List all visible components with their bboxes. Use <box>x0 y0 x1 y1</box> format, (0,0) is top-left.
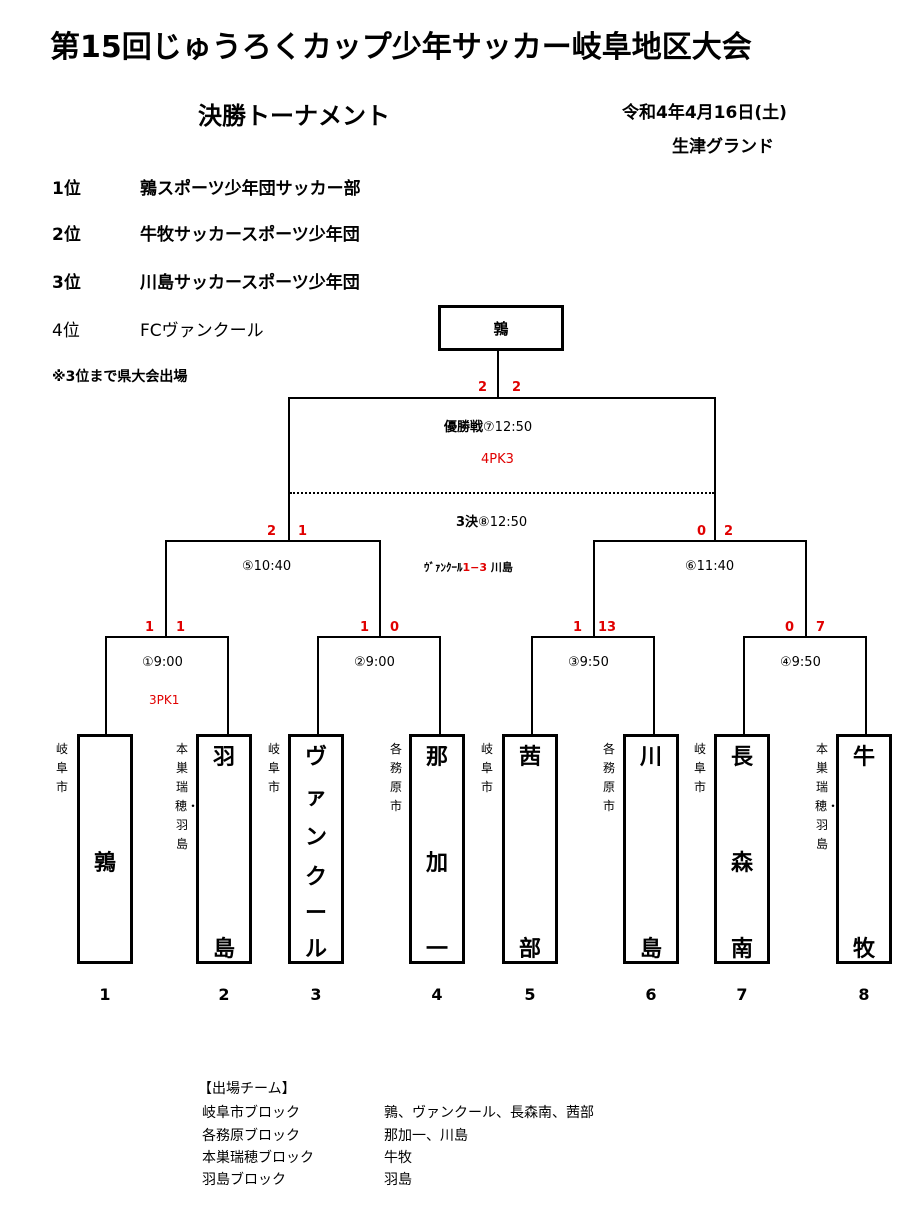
m5-score-left: 2 <box>267 524 277 539</box>
m2-score-right: 0 <box>390 620 400 635</box>
team-1-box: 鶉 <box>77 734 133 964</box>
m2-label: ②9:00 <box>354 655 395 670</box>
third-place-match-label: 3決⑧12:50 <box>456 515 528 530</box>
team-2-city: 本巣瑞穂・羽島 <box>175 742 200 851</box>
legend-block-3: 本巣瑞穂ブロック <box>202 1150 314 1166</box>
team-5-city: 岐阜市 <box>480 742 493 794</box>
team-8-box: 牛 牧 <box>836 734 892 964</box>
final-score-left: 2 <box>478 380 488 395</box>
rank-3-name: 川島サッカースポーツ少年団 <box>140 273 360 293</box>
legend-teams-3: 牛牧 <box>384 1150 412 1166</box>
m4-score-right: 7 <box>816 620 826 635</box>
rank-4-position: 4位 <box>52 321 80 341</box>
m6-score-right: 2 <box>724 524 734 539</box>
m6-label: ⑥11:40 <box>685 559 735 574</box>
team-4-seed: 4 <box>431 985 443 1004</box>
rank-4-name: FCヴァンクール <box>140 321 264 341</box>
rank-2-name: 牛牧サッカースポーツ少年団 <box>140 225 360 245</box>
m4-label: ④9:50 <box>780 655 821 670</box>
m4-score-left: 0 <box>785 620 795 635</box>
champion-box: 鶉 <box>438 305 564 351</box>
team-1-seed: 1 <box>99 985 111 1004</box>
m6-score-left: 0 <box>697 524 707 539</box>
team-2-seed: 2 <box>218 985 230 1004</box>
m2-score-left: 1 <box>360 620 370 635</box>
third-place-result: ｳﾞｧﾝｸｰﾙ1−3 川島 <box>424 561 513 574</box>
event-venue: 生津グランド <box>672 137 774 157</box>
m5-score-right: 1 <box>298 524 308 539</box>
m5-label: ⑤10:40 <box>242 559 292 574</box>
m3-label: ③9:50 <box>568 655 609 670</box>
legend-block-2: 各務原ブロック <box>202 1128 300 1144</box>
m1-score-left: 1 <box>145 620 155 635</box>
team-5-seed: 5 <box>524 985 536 1004</box>
final-pk-result: 4PK3 <box>481 452 514 467</box>
rank-1-position: 1位 <box>52 179 81 199</box>
page-title: 第15回じゅうろくカップ少年サッカー岐阜地区大会 <box>50 30 752 65</box>
m3-score-left: 1 <box>573 620 583 635</box>
team-6-seed: 6 <box>645 985 657 1004</box>
team-4-city: 各務原市 <box>389 742 402 813</box>
legend-teams-1: 鶉、ヴァンクール、長森南、茜部 <box>384 1105 594 1121</box>
qualification-note: ※3位まで県大会出場 <box>52 369 188 385</box>
m1-score-right: 1 <box>176 620 186 635</box>
team-7-seed: 7 <box>736 985 748 1004</box>
legend-block-1: 岐阜市ブロック <box>202 1105 300 1121</box>
rank-2-position: 2位 <box>52 225 81 245</box>
event-date: 令和4年4月16日(土) <box>622 103 787 123</box>
team-7-box: 長 森 南 <box>714 734 770 964</box>
legend-block-4: 羽島ブロック <box>202 1172 286 1188</box>
team-3-seed: 3 <box>310 985 322 1004</box>
team-7-city: 岐阜市 <box>693 742 706 794</box>
legend-teams-2: 那加一、川島 <box>384 1128 468 1144</box>
team-1-city: 岐阜市 <box>55 742 68 794</box>
m1-label: ①9:00 <box>142 655 183 670</box>
rank-3-position: 3位 <box>52 273 81 293</box>
team-3-box: ヴ ァ ン ク ー ル <box>288 734 344 964</box>
team-8-city: 本巣瑞穂・羽島 <box>815 742 840 851</box>
page-subtitle: 決勝トーナメント <box>198 102 390 130</box>
champion-name: 鶉 <box>493 319 509 338</box>
team-6-box: 川 島 <box>623 734 679 964</box>
final-score-right: 2 <box>512 380 522 395</box>
team-2-box: 羽 島 <box>196 734 252 964</box>
legend-teams-4: 羽島 <box>384 1172 412 1188</box>
legend-heading: 【出場チーム】 <box>198 1081 296 1097</box>
team-5-box: 茜 部 <box>502 734 558 964</box>
team-4-box: 那 加 一 <box>409 734 465 964</box>
team-3-city: 岐阜市 <box>267 742 280 794</box>
team-8-seed: 8 <box>858 985 870 1004</box>
m1-pk-result: 3PK1 <box>149 693 180 707</box>
m3-score-right: 13 <box>598 620 617 635</box>
team-6-city: 各務原市 <box>602 742 615 813</box>
rank-1-name: 鶉スポーツ少年団サッカー部 <box>140 179 361 199</box>
final-match-label: 優勝戦⑦12:50 <box>444 420 533 435</box>
